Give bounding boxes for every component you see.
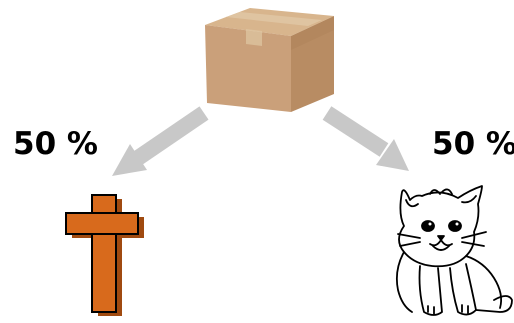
arrow-to-right-outcome: [327, 113, 409, 171]
kitten-icon: [397, 186, 512, 315]
right-probability-label: 50 %: [432, 126, 514, 162]
left-probability-label: 50 %: [13, 126, 98, 162]
cross-icon: [66, 195, 144, 316]
cardboard-box-icon: [205, 8, 334, 112]
arrow-to-left-outcome: [112, 113, 204, 176]
